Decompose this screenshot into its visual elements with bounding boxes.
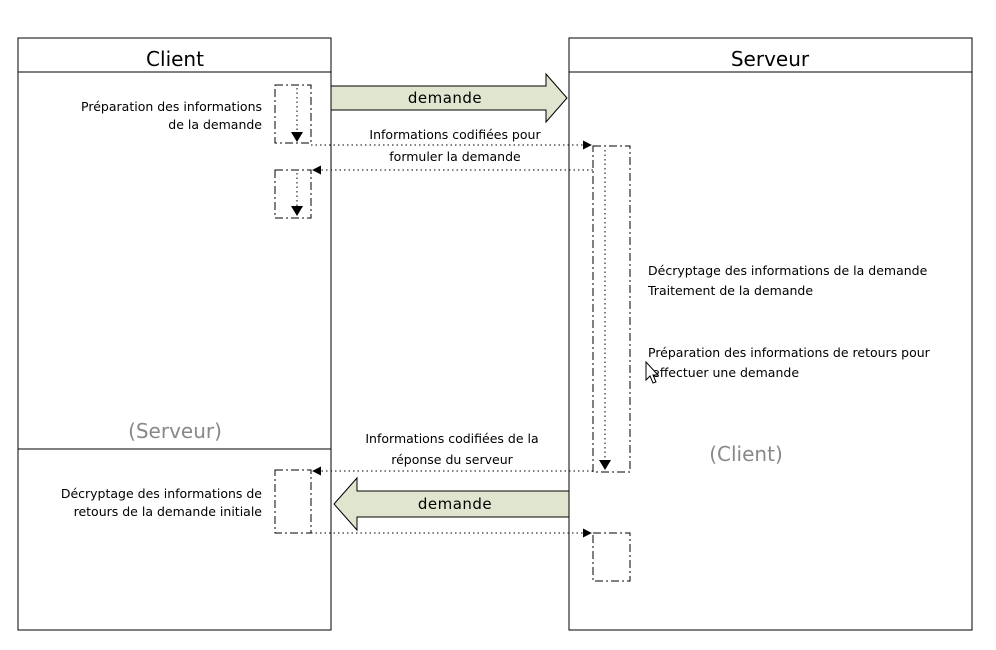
client-title: Client (146, 47, 204, 71)
client-prep-line1: Préparation des informations (81, 99, 262, 114)
server-line4: effectuer une demande (652, 365, 799, 380)
client-prep-line2: de la demande (168, 117, 262, 132)
request-arrow-label: demande (408, 89, 482, 107)
client-decrypt-line1: Décryptage des informations de (61, 486, 262, 501)
server-alt-role: (Client) (709, 442, 783, 466)
client-alt-role: (Serveur) (128, 419, 222, 443)
coded-response-line1: Informations codifiées de la (365, 431, 538, 446)
client-decrypt-activation (274, 469, 312, 534)
server-processing-activation (592, 145, 631, 473)
server-line1: Décryptage des informations de la demand… (648, 263, 928, 278)
server-line2: Traitement de la demande (647, 283, 813, 298)
client-decrypt-line2: retours de la demande initiale (74, 504, 263, 519)
response-arrow-label: demande (418, 495, 492, 513)
mouse-cursor-icon (645, 360, 660, 384)
server-lane (568, 37, 973, 631)
client-lane (17, 37, 332, 631)
server-title: Serveur (731, 47, 810, 71)
client-receive-activation (274, 169, 312, 219)
coded-request-line2: formuler la demande (389, 149, 521, 164)
client-prep-activation (274, 84, 312, 144)
coded-response-line2: réponse du serveur (391, 452, 513, 467)
request-block-arrow (330, 72, 568, 124)
server-final-activation (592, 532, 631, 582)
coded-request-line1: Informations codifiées pour (369, 127, 541, 142)
server-line3: Préparation des informations de retours … (648, 345, 931, 360)
response-block-arrow (333, 476, 570, 532)
